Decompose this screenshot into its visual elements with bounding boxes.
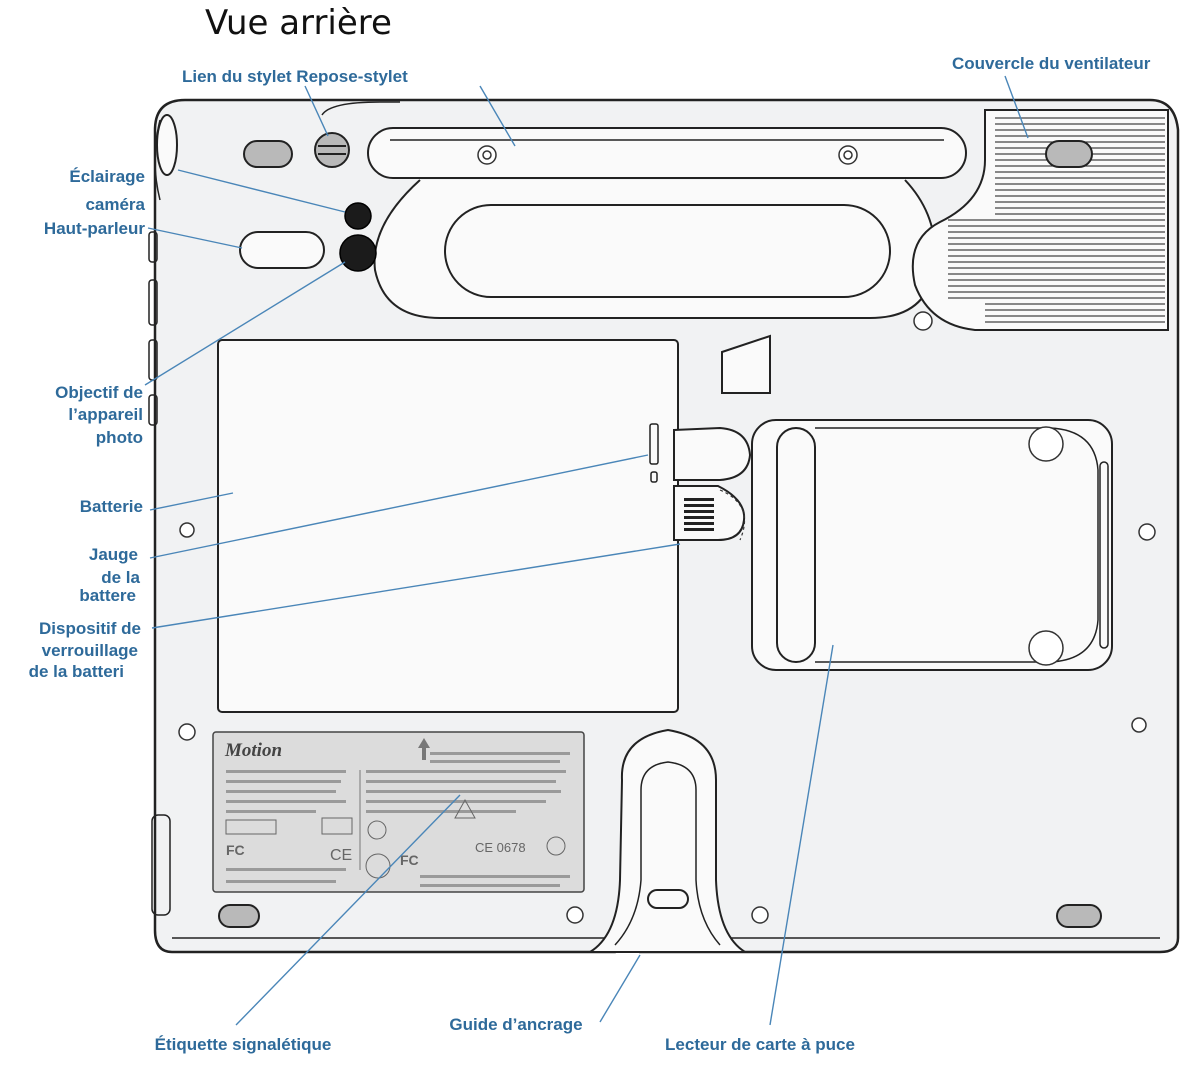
lock-ridge	[684, 522, 714, 525]
stylus-holder	[321, 101, 967, 179]
callout-camera-lens-line3: photo	[96, 428, 143, 447]
callout-battery: Batterie	[80, 497, 143, 516]
callout-product-label: Étiquette signalétique	[155, 1035, 332, 1054]
label-fine-print	[420, 875, 570, 878]
smart-card-reader	[751, 419, 1113, 671]
stylus-tether	[314, 132, 350, 168]
callout-battery-gauge-line2: de la	[101, 568, 140, 587]
svg-text:FC: FC	[400, 852, 419, 868]
label-fine-print	[226, 770, 346, 773]
label-fine-print	[226, 880, 336, 883]
label-fine-print	[366, 810, 516, 813]
rubber-foot-top-left	[243, 140, 293, 168]
screw-hole	[913, 311, 933, 331]
screw-hole	[1138, 523, 1156, 541]
product-label-plate: Motion FC CE FC CE 0678	[212, 731, 585, 893]
diagram-title: Vue arrière	[205, 3, 392, 43]
callout-battery-lock-line3: de la batteri	[29, 662, 124, 681]
label-fine-print	[366, 790, 561, 793]
screw-hole	[179, 522, 195, 538]
lock-ridge	[684, 528, 714, 531]
screw-hole	[751, 906, 769, 924]
screw-hole	[566, 906, 584, 924]
callout-camera-light-line1: Éclairage	[69, 167, 145, 186]
callout-smart-card-reader: Lecteur de carte à puce	[665, 1035, 855, 1054]
label-fine-print	[226, 868, 346, 871]
label-fine-print	[430, 760, 560, 763]
lock-ridge	[684, 504, 714, 507]
callout-fan-cover: Couvercle du ventilateur	[952, 54, 1151, 73]
rubber-foot-bottom-left	[218, 904, 260, 928]
svg-text:CE 0678: CE 0678	[475, 840, 526, 855]
speaker-grille	[239, 231, 325, 269]
label-fine-print	[366, 780, 556, 783]
callout-battery-gauge-line3: battere	[79, 586, 136, 605]
callout-battery-lock-line1: Dispositif de	[39, 619, 141, 638]
leader-lines	[144, 75, 1029, 1026]
callout-camera-light-line2: caméra	[85, 195, 145, 214]
label-fine-print	[430, 752, 570, 755]
callout-camera-lens-line2: l’appareil	[68, 405, 143, 424]
callout-docking-guide: Guide d’ancrage	[449, 1015, 582, 1034]
camera-light	[344, 202, 372, 230]
callout-stylus-tether-holder: Lien du stylet Repose-stylet	[182, 67, 408, 86]
label-fine-print	[226, 790, 336, 793]
callout-battery-gauge-line1: Jauge	[89, 545, 138, 564]
battery-pack	[217, 339, 752, 713]
callout-speaker: Haut-parleur	[44, 219, 145, 238]
lock-ridge	[684, 510, 714, 513]
rubber-foot-bottom-right	[1056, 904, 1102, 928]
lock-ridge	[684, 516, 714, 519]
carry-handle	[373, 179, 937, 319]
screw-hole	[1131, 717, 1147, 733]
rubber-foot-top-right	[1045, 140, 1093, 168]
callout-camera-lens-line1: Objectif de	[55, 383, 143, 402]
callout-battery-lock-line2: verrouillage	[42, 641, 138, 660]
lock-ridge	[684, 498, 714, 501]
label-fine-print	[226, 780, 341, 783]
latch-cover	[721, 334, 771, 394]
camera-lens	[339, 234, 377, 272]
label-fine-print	[226, 800, 346, 803]
docking-guide	[586, 728, 749, 953]
svg-text:FC: FC	[226, 842, 245, 858]
label-fine-print	[420, 884, 560, 887]
label-fine-print	[366, 800, 546, 803]
svg-text:CE: CE	[330, 847, 352, 864]
label-fine-print	[226, 810, 316, 813]
label-fine-print	[366, 770, 566, 773]
screw-hole	[178, 723, 196, 741]
label-brand: Motion	[224, 740, 282, 761]
